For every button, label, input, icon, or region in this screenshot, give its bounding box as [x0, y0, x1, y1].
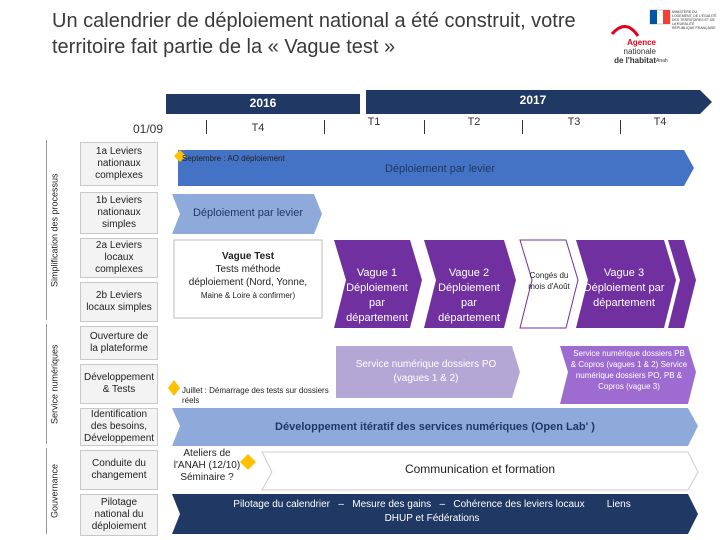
arrow-pilotage [172, 494, 698, 534]
row-label-2b: 2b Leviers locaux simples [80, 282, 158, 322]
conges-label: Congés du mois d'Août [528, 271, 570, 291]
vague-test-line3: déploiement (Nord, Yonne, [188, 277, 308, 288]
arrow-deploiement-levier-1b [172, 194, 322, 234]
tick-divider [522, 120, 523, 134]
vague-test-box [173, 239, 323, 319]
arrow-vague2 [424, 240, 516, 328]
timeline-years [166, 90, 712, 114]
tick-divider [424, 120, 425, 134]
row-label-1a: 1a Leviers nationaux complexes [80, 142, 158, 186]
vague2-label: Vague 2 Déploiement par département [438, 267, 500, 324]
milestone-diamond [240, 454, 256, 470]
row-label-ouverture: Ouverture de la plateforme [80, 326, 158, 360]
tick-divider [206, 120, 207, 134]
republique-text: RÉPUBLIQUE FRANÇAISE [672, 26, 716, 30]
milestone-diamond [174, 150, 186, 162]
juillet-note: Juillet : Démarrage des tests sur dossie… [182, 386, 329, 405]
pilotage-line1: Pilotage du calendrier – Mesure des gain… [233, 499, 631, 510]
agence-line3: de l'habitat [614, 56, 656, 65]
agence-line1: Agence [627, 38, 656, 47]
year-2017-bar [366, 90, 712, 114]
quarter-t4: T4 [653, 116, 667, 128]
service-po-shape [336, 346, 520, 398]
dev-iteratif-label: Développement itératif des services numé… [275, 420, 595, 433]
row-label-identification: Identification des besoins, Développemen… [80, 408, 158, 446]
year-2016-label: 2016 [249, 96, 277, 110]
communication-shape [261, 451, 699, 491]
quarter-t2: T2 [467, 116, 481, 128]
row-label-1b: 1b Leviers nationaux simples [80, 192, 158, 234]
quarter-2016-t4: T4 [251, 122, 265, 134]
arrow-deploiement-levier-top [178, 150, 694, 186]
conges-box [519, 239, 579, 329]
tick-divider [324, 120, 325, 134]
deploiement-levier-top-label: Déploiement par levier [384, 162, 496, 175]
vague1-label: Vague 1 Déploiement par département [346, 267, 408, 324]
service-po-label: Service numérique dossiers PO (vagues 1 … [355, 359, 497, 384]
page-title: Un calendrier de déploiement national a … [52, 10, 576, 58]
pilotage-line2: DHUP et Fédérations [384, 513, 480, 524]
anah-small: Anah [656, 58, 668, 64]
tick-divider [620, 120, 621, 134]
logo-group: MINISTÈRE DU LOGEMENT, DE L'ÉGALITÉ DES … [606, 6, 718, 76]
service-pb-label: Service numérique dossiers PB & Copros (… [570, 349, 688, 391]
milestone-diamond [168, 380, 180, 396]
date-0109: 01/09 [132, 122, 164, 136]
vague3-label: Vague 3 Déploiement par département [583, 267, 665, 309]
vague-test-line4: Maine & Loire à confirmer) [200, 291, 296, 300]
row-label-2a: 2a Leviers locaux complexes [80, 238, 158, 278]
year-2017-label: 2017 [519, 93, 547, 107]
quarter-t3: T3 [567, 116, 581, 128]
arrow-vague3-tail [668, 240, 696, 328]
service-pb-shape [560, 346, 696, 404]
communication-label: Communication et formation [404, 462, 556, 476]
arrow-vague1 [334, 240, 422, 328]
logo-graphics [610, 9, 671, 37]
arrow-vague3 [576, 240, 676, 328]
vague-test-sub: Tests méthode [215, 264, 281, 275]
ateliers-label: Ateliers de l'ANAH (12/10) Séminaire ? [173, 448, 241, 483]
row-label-pilotage: Pilotage national du déploiement [80, 494, 158, 536]
arrow-dev-iteratif [172, 408, 698, 446]
year-2016-bar [166, 94, 360, 114]
agence-line2: nationale [623, 47, 656, 56]
septembre-note: Septembre : AO déploiement [182, 154, 285, 163]
row-label-conduite: Conduite du changement [80, 450, 158, 490]
row-label-developpement: Développement & Tests [80, 364, 158, 404]
quarter-t1: T1 [367, 116, 381, 128]
vague-test-title: Vague Test [221, 251, 275, 262]
ministere-text: MINISTÈRE DU LOGEMENT, DE L'ÉGALITÉ DES … [672, 10, 717, 26]
deploiement-levier-1b-label: Déploiement par levier [192, 206, 304, 219]
